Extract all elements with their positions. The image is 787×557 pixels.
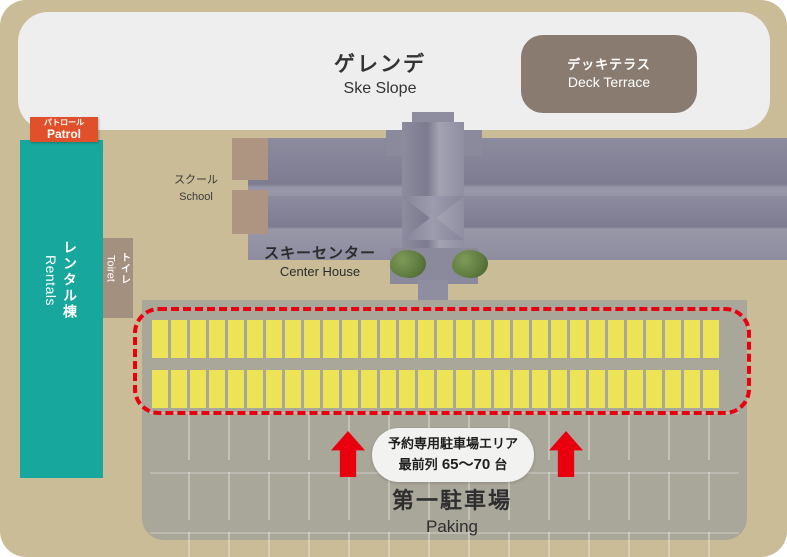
reserved-parking-stall[interactable]	[646, 320, 662, 358]
school-label-en: School	[179, 190, 213, 203]
reserved-parking-stall[interactable]	[342, 370, 358, 408]
bush-icon-right	[452, 250, 488, 278]
reserved-parking-stall[interactable]	[437, 320, 453, 358]
reserved-area-boundary	[133, 307, 751, 415]
reserved-parking-stall[interactable]	[608, 320, 624, 358]
toilet-label-jp: トイレ	[118, 252, 130, 285]
reserved-parking-stall[interactable]	[399, 370, 415, 408]
reserved-parking-stall[interactable]	[665, 320, 681, 358]
reserved-parking-stall[interactable]	[247, 370, 263, 408]
reserved-parking-stall[interactable]	[551, 370, 567, 408]
reserved-parking-stall[interactable]	[266, 320, 282, 358]
reserved-area-callout: 予約専用駐車場エリア 最前列 65〜70 台	[372, 428, 534, 482]
reserved-parking-stall[interactable]	[684, 370, 700, 408]
reserved-parking-stall[interactable]	[703, 320, 719, 358]
reserved-parking-stall[interactable]	[380, 320, 396, 358]
center-house-label-jp: スキーセンター	[263, 245, 376, 262]
reserved-parking-stall[interactable]	[361, 370, 377, 408]
reserved-stall-row-front[interactable]	[152, 320, 719, 358]
patrol-badge[interactable]: パトロール Patrol	[30, 117, 98, 142]
reserved-parking-stall[interactable]	[285, 370, 301, 408]
reserved-parking-stall[interactable]	[228, 370, 244, 408]
reserved-parking-stall[interactable]	[190, 320, 206, 358]
reserved-parking-stall[interactable]	[532, 370, 548, 408]
reserved-parking-stall[interactable]	[627, 370, 643, 408]
callout-line-2: 最前列 65〜70 台	[399, 454, 508, 475]
reserved-parking-stall[interactable]	[589, 320, 605, 358]
toilet-building[interactable]: トイレ Toiret	[103, 238, 133, 318]
toilet-label-en: Toiret	[104, 255, 117, 282]
reserved-parking-stall[interactable]	[589, 370, 605, 408]
reserved-parking-stall[interactable]	[323, 320, 339, 358]
patrol-label-en: Patrol	[46, 126, 81, 141]
deck-terrace-label-en: Deck Terrace	[567, 73, 651, 90]
deck-terrace-label-jp: デッキテラス	[567, 56, 651, 72]
parking-lot-title-jp: 第一駐車場	[391, 488, 512, 513]
reserved-parking-stall[interactable]	[190, 370, 206, 408]
deck-terrace-building[interactable]: デッキテラス Deck Terrace	[521, 35, 697, 113]
reserved-parking-stall[interactable]	[361, 320, 377, 358]
center-house-label-en: Center House	[279, 264, 361, 280]
reserved-parking-stall[interactable]	[247, 320, 263, 358]
reserved-parking-stall[interactable]	[513, 320, 529, 358]
reserved-stall-row-second[interactable]	[152, 370, 719, 408]
reserved-parking-stall[interactable]	[171, 320, 187, 358]
parking-lot-title-en: Paking	[426, 516, 478, 536]
reserved-parking-stall[interactable]	[209, 370, 225, 408]
rentals-building[interactable]: レンタル棟 Rentals	[20, 140, 103, 478]
reserved-parking-stall[interactable]	[513, 370, 529, 408]
bush-icon-left	[390, 250, 426, 278]
reserved-parking-stall[interactable]	[665, 370, 681, 408]
reserved-parking-stall[interactable]	[380, 370, 396, 408]
reserved-parking-stall[interactable]	[570, 370, 586, 408]
reserved-parking-stall[interactable]	[684, 320, 700, 358]
center-house-wing-lower	[248, 196, 787, 260]
reserved-parking-stall[interactable]	[266, 370, 282, 408]
parking-row-general-3	[150, 532, 739, 557]
reserved-parking-stall[interactable]	[532, 320, 548, 358]
reserved-parking-stall[interactable]	[703, 370, 719, 408]
reserved-parking-stall[interactable]	[646, 370, 662, 408]
rentals-label: レンタル棟 Rentals	[20, 240, 103, 320]
reserved-parking-stall[interactable]	[323, 370, 339, 408]
reserved-parking-stall[interactable]	[608, 370, 624, 408]
patrol-label-jp: パトロール	[43, 117, 85, 127]
rentals-label-jp: レンタル棟	[62, 240, 78, 320]
school-label: スクール School	[160, 172, 232, 205]
reserved-parking-stall[interactable]	[171, 370, 187, 408]
reserved-parking-stall[interactable]	[399, 320, 415, 358]
toilet-label: トイレ Toiret	[103, 252, 133, 285]
reserved-parking-stall[interactable]	[627, 320, 643, 358]
reserved-parking-stall[interactable]	[342, 320, 358, 358]
reserved-parking-stall[interactable]	[494, 320, 510, 358]
center-house-label: スキーセンター Center House	[250, 244, 390, 281]
callout-line-1: 予約専用駐車場エリア	[387, 436, 518, 452]
reserved-parking-stall[interactable]	[475, 320, 491, 358]
reserved-parking-stall[interactable]	[551, 320, 567, 358]
callout-capacity-unit: 台	[494, 456, 508, 472]
rentals-label-en: Rentals	[43, 254, 59, 306]
reserved-parking-stall[interactable]	[228, 320, 244, 358]
callout-capacity-count: 65〜70	[441, 455, 491, 473]
school-block-upper	[232, 138, 268, 180]
reserved-parking-stall[interactable]	[456, 370, 472, 408]
reserved-parking-stall[interactable]	[285, 320, 301, 358]
reserved-parking-stall[interactable]	[418, 370, 434, 408]
reserved-parking-stall[interactable]	[209, 320, 225, 358]
reserved-parking-stall[interactable]	[304, 320, 320, 358]
parking-lot-title: 第一駐車場 Paking	[352, 487, 552, 539]
callout-front-row-label: 最前列	[398, 456, 438, 472]
school-label-jp: スクール	[174, 174, 218, 186]
reserved-parking-stall[interactable]	[475, 370, 491, 408]
reserved-parking-stall[interactable]	[570, 320, 586, 358]
reserved-parking-stall[interactable]	[304, 370, 320, 408]
reserved-parking-stall[interactable]	[437, 370, 453, 408]
school-block-lower	[232, 190, 268, 234]
reserved-parking-stall[interactable]	[494, 370, 510, 408]
reserved-parking-stall[interactable]	[456, 320, 472, 358]
reserved-parking-stall[interactable]	[418, 320, 434, 358]
